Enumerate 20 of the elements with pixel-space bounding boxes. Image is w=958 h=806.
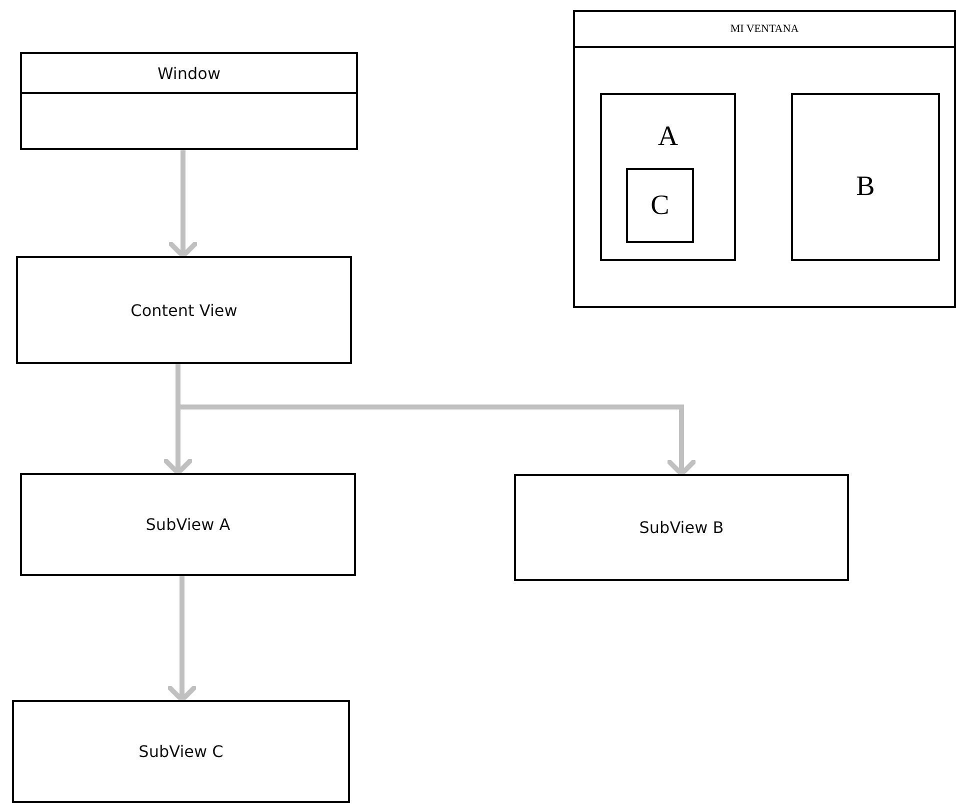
box-letter: B <box>856 173 875 201</box>
arrow <box>168 150 198 258</box>
view-box <box>12 700 350 803</box>
box-label: SubView A <box>146 515 230 534</box>
box-letter: C <box>650 192 670 220</box>
box-label: Content View <box>130 300 238 320</box>
view-box <box>16 256 352 364</box>
box-label: SubView C <box>138 742 224 761</box>
box-label: Window <box>157 64 221 82</box>
view-box <box>600 93 736 261</box>
arrow <box>168 576 196 702</box>
box-label: SubView B <box>639 518 724 537</box>
window-title: MI VENTANA <box>730 23 799 35</box>
box-letter: A <box>658 123 678 151</box>
view-box <box>791 93 940 261</box>
view-box <box>626 168 694 243</box>
view-box <box>514 474 849 581</box>
window-mockup <box>573 10 956 308</box>
view-box <box>20 473 356 576</box>
window-box <box>20 52 358 150</box>
